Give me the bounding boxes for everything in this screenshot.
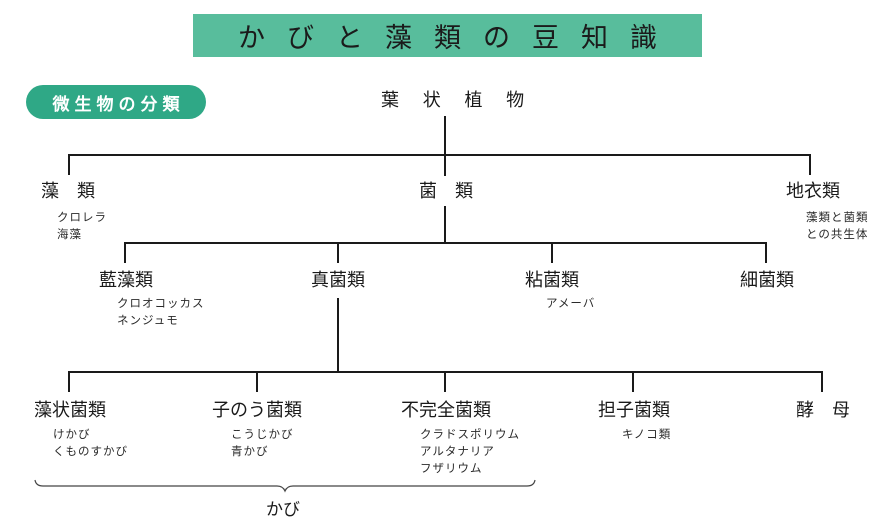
- node-slime-molds: 粘菌類: [525, 270, 579, 291]
- connector: [551, 242, 553, 263]
- connector: [256, 371, 258, 392]
- node-ascomycetes-examples: こうじかび 青かび: [231, 427, 294, 458]
- node-basidiomycetes-examples: キノコ類: [622, 427, 672, 441]
- connector: [821, 371, 823, 392]
- node-slime-molds-examples: アメーバ: [546, 296, 596, 310]
- node-fungi: 菌 類: [419, 181, 473, 202]
- node-deuteromycetes-examples: クラドスポリウム アルタナリア フザリウム: [420, 427, 520, 475]
- section-label-pill: 微生物の分類: [26, 85, 206, 119]
- connector-level1-bar: [68, 154, 811, 156]
- connector: [68, 371, 70, 392]
- node-lichen: 地衣類: [786, 181, 840, 202]
- node-cyanobacteria: 藍藻類: [99, 270, 153, 291]
- node-lichen-examples: 藻類と菌類 との共生体: [806, 210, 869, 241]
- connector: [124, 242, 126, 263]
- connector: [632, 371, 634, 392]
- title-banner: かびと藻類の豆知識: [193, 14, 702, 57]
- node-zygomycetes-examples: けかび くものすかび: [53, 427, 128, 458]
- page-title: かびと藻類の豆知識: [238, 23, 679, 54]
- node-ascomycetes: 子のう菌類: [212, 400, 302, 421]
- connector: [809, 154, 811, 175]
- node-root: 葉 状 植 物: [381, 90, 534, 111]
- brace-label: かび: [266, 500, 300, 520]
- node-deuteromycetes: 不完全菌類: [401, 400, 491, 421]
- node-basidiomycetes: 担子菌類: [598, 400, 670, 421]
- node-yeast: 酵 母: [796, 400, 850, 421]
- connector-level2-bar: [124, 242, 766, 244]
- node-eumycota: 真菌類: [311, 270, 365, 291]
- node-algae-examples: クロレラ 海藻: [57, 210, 107, 241]
- connector: [337, 242, 339, 263]
- connector-root: [444, 116, 446, 176]
- brace-icon: [34, 479, 536, 493]
- node-bacteria: 細菌類: [740, 270, 794, 291]
- connector: [765, 242, 767, 263]
- node-cyanobacteria-examples: クロオコッカス ネンジュモ: [117, 296, 205, 327]
- section-label: 微生物の分類: [52, 94, 185, 115]
- node-zygomycetes: 藻状菌類: [34, 400, 106, 421]
- connector: [444, 371, 446, 392]
- connector: [68, 154, 70, 175]
- connector-fungi: [444, 206, 446, 244]
- connector-eumycota: [337, 298, 339, 373]
- node-algae: 藻 類: [41, 181, 95, 202]
